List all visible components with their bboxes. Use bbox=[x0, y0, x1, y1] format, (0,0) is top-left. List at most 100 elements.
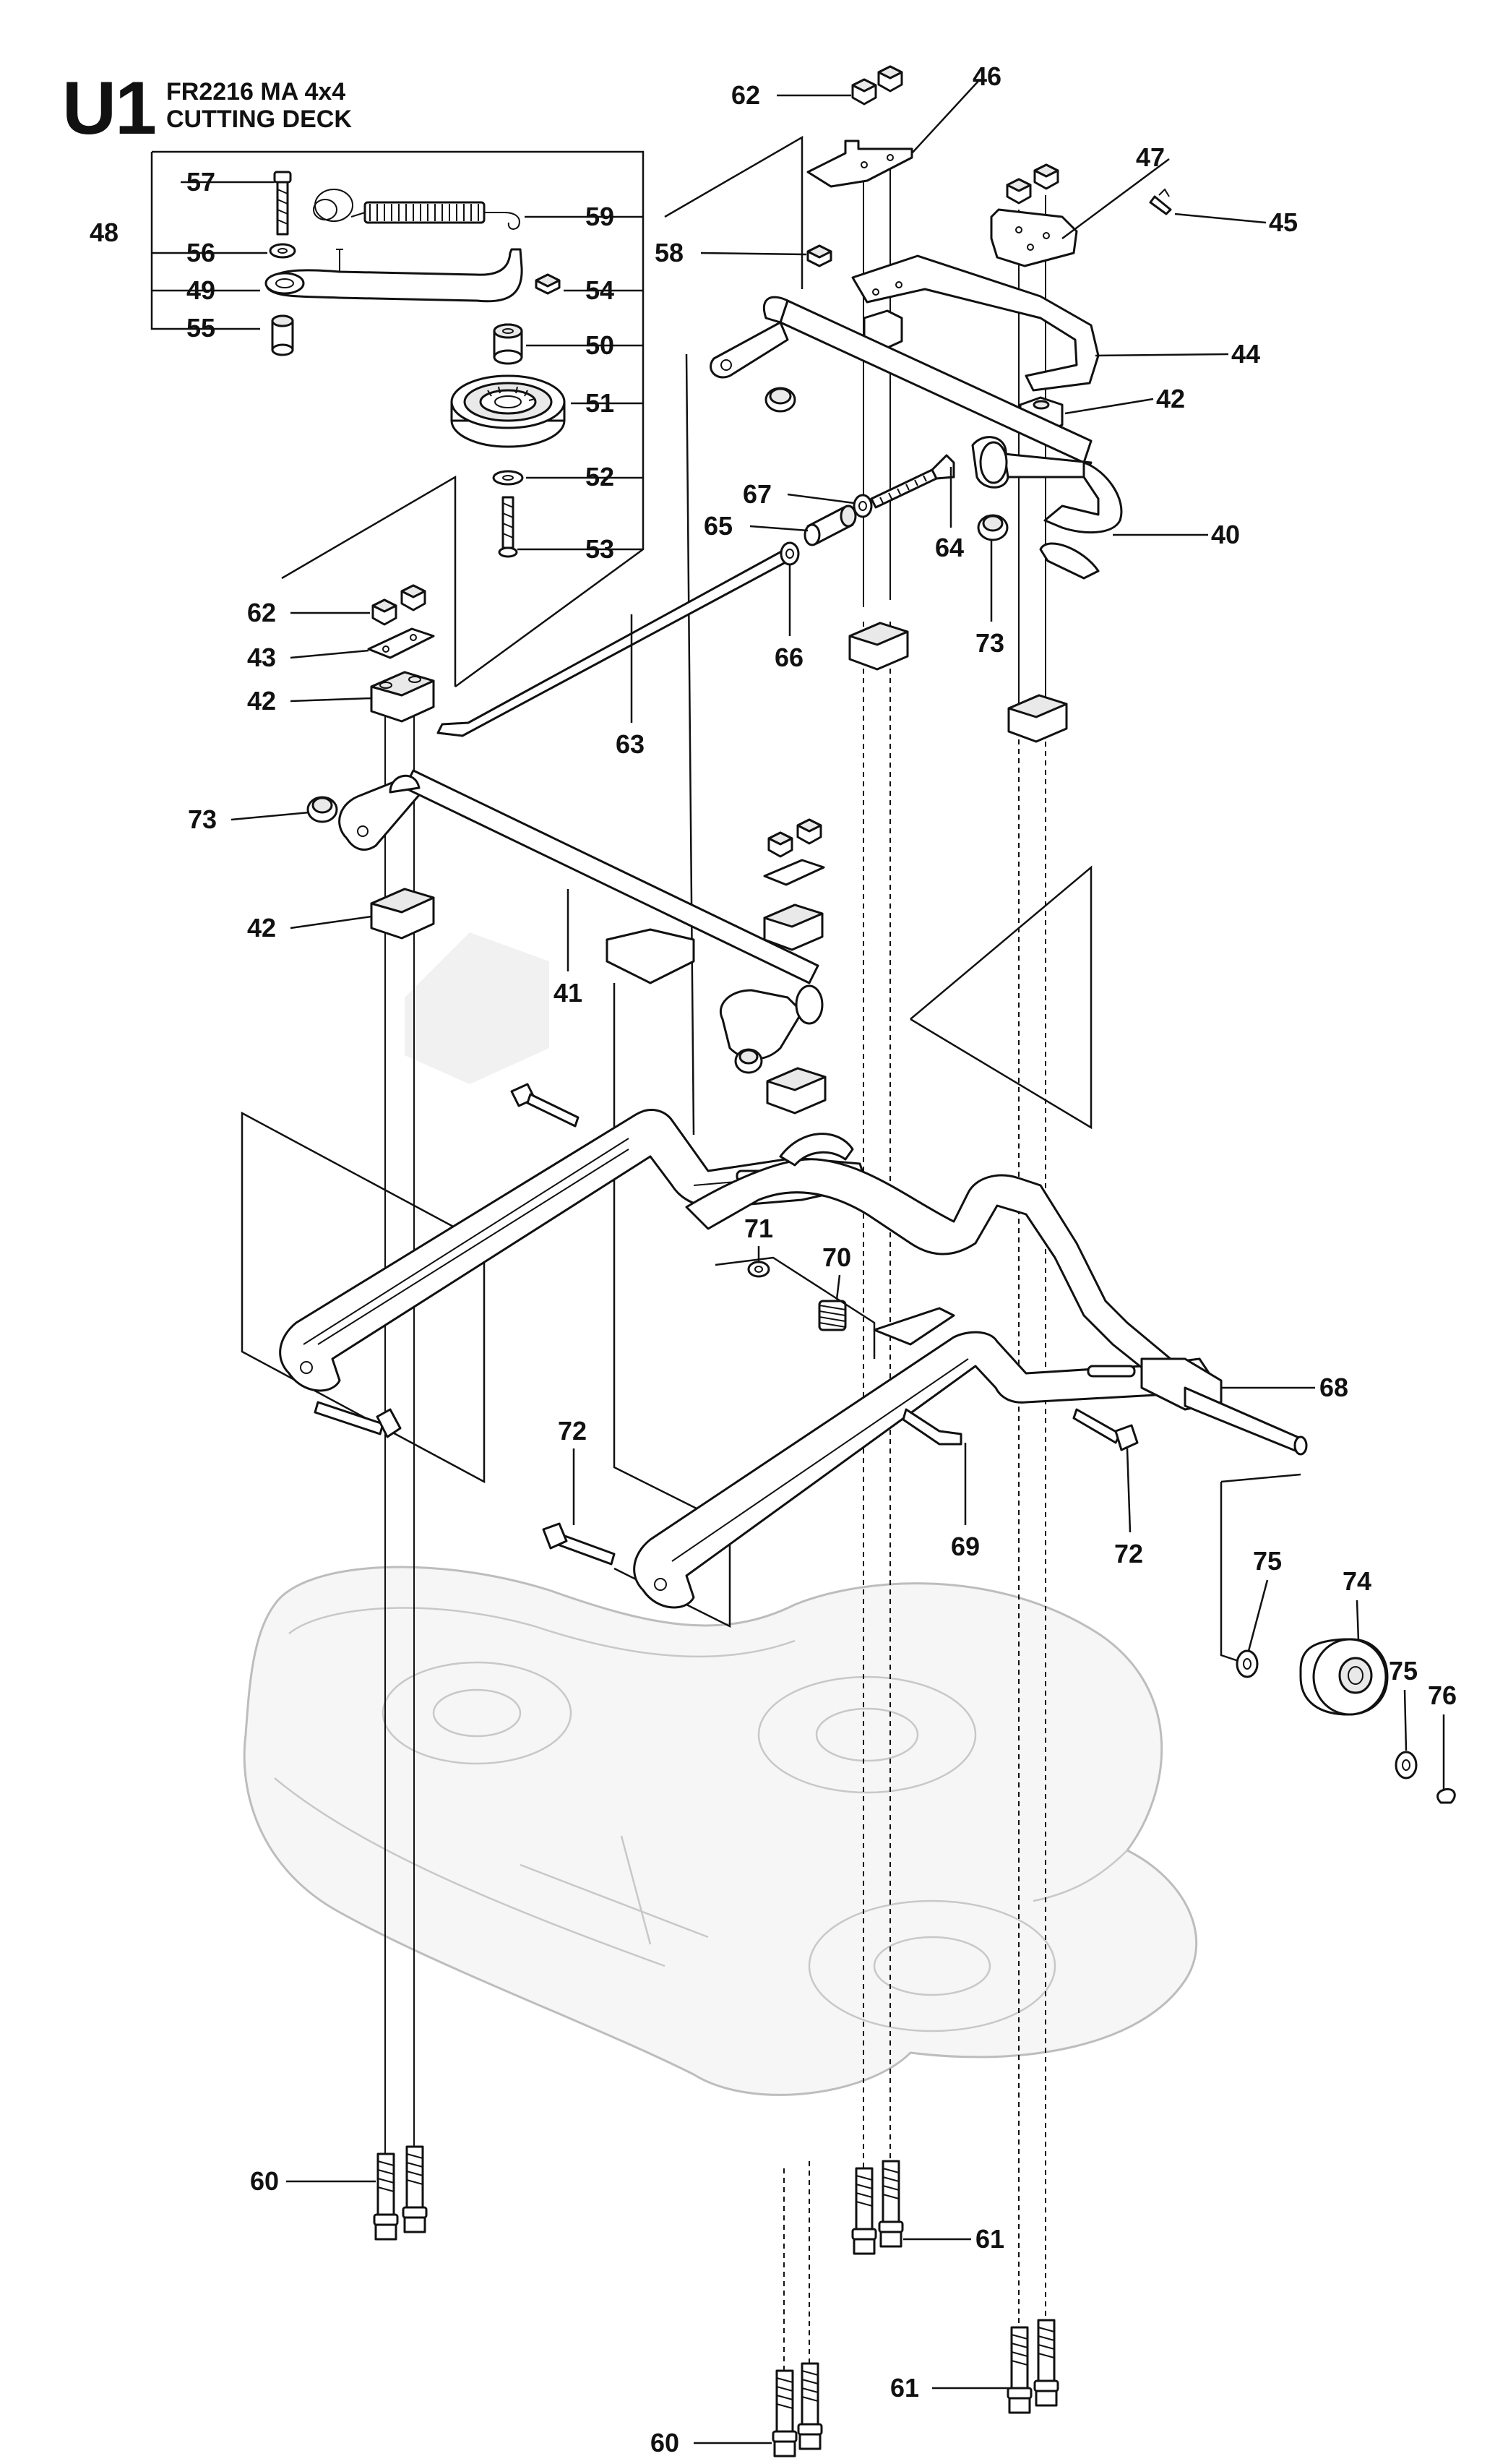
threaded-rod-64-icon bbox=[870, 454, 955, 509]
callout-59: 59 bbox=[585, 202, 614, 231]
callout-52: 52 bbox=[585, 462, 614, 491]
nut-66-icon bbox=[780, 541, 800, 566]
leader-lines bbox=[231, 79, 1445, 2444]
washer-75-left-icon bbox=[1236, 1649, 1259, 1678]
callout-56: 56 bbox=[186, 238, 215, 267]
pin-69-icon bbox=[902, 1408, 962, 1446]
bracket-47-icon bbox=[990, 208, 1078, 267]
callout-labels: 62 46 47 45 57 48 56 49 55 59 54 50 51 5… bbox=[90, 61, 1457, 2457]
callout-60: 60 bbox=[250, 2166, 279, 2196]
front-link-68-icon bbox=[1140, 1357, 1308, 1456]
nuts-62-left bbox=[371, 584, 426, 626]
callout-75-right: 75 bbox=[1389, 1656, 1418, 1686]
callout-41: 41 bbox=[553, 978, 582, 1008]
bracket-44-icon bbox=[851, 254, 1100, 392]
callout-42-left-mid: 42 bbox=[247, 913, 276, 943]
callout-66: 66 bbox=[775, 643, 803, 672]
lift-arm-right-icon bbox=[633, 1331, 1215, 1609]
bracket-42-center-icons bbox=[848, 622, 1068, 743]
callout-72-left: 72 bbox=[558, 1416, 587, 1446]
diagram-code: U1 bbox=[62, 66, 157, 150]
bolts-60-left bbox=[373, 2145, 428, 2241]
callout-60-bottom: 60 bbox=[650, 2428, 679, 2457]
idler-pulley-51-icon bbox=[450, 374, 566, 448]
callout-65: 65 bbox=[704, 511, 733, 541]
plate-43-icon bbox=[367, 627, 435, 659]
washer-71-icon bbox=[715, 1256, 876, 1359]
callout-42-left-top: 42 bbox=[247, 686, 276, 716]
alignment-lines bbox=[384, 159, 1046, 2371]
diagram-subtitle: CUTTING DECK bbox=[166, 106, 352, 133]
washer-56-icon bbox=[269, 243, 296, 259]
pin-45-icon bbox=[1149, 188, 1172, 215]
nuts-47-top bbox=[1006, 163, 1059, 205]
callout-54: 54 bbox=[585, 275, 614, 305]
callout-62-left: 62 bbox=[247, 598, 276, 627]
callout-63: 63 bbox=[616, 729, 645, 759]
watermark-logo bbox=[405, 932, 549, 1084]
callout-61-right: 61 bbox=[890, 2373, 919, 2403]
spacer-55-icon bbox=[271, 314, 294, 356]
lift-shaft-40-icon bbox=[710, 296, 1123, 580]
bolt-57-icon bbox=[273, 171, 292, 236]
bracket-42-left-mid-icon bbox=[370, 888, 435, 940]
front-frame-icon bbox=[685, 1133, 1172, 1375]
lift-shaft-41-icon bbox=[306, 769, 824, 1074]
adjust-rod-63-icon bbox=[436, 544, 798, 737]
nut-67-icon bbox=[853, 494, 873, 518]
bolt-53-icon bbox=[498, 496, 518, 558]
callout-45: 45 bbox=[1269, 207, 1298, 237]
callout-64: 64 bbox=[935, 533, 964, 562]
nut-54-icon bbox=[535, 273, 561, 295]
spacer-50-icon bbox=[493, 323, 523, 365]
callout-43: 43 bbox=[247, 643, 276, 672]
clip-76-icon bbox=[1436, 1787, 1456, 1804]
spring-59-icon bbox=[313, 189, 520, 230]
nuts-center-stack bbox=[763, 818, 827, 1115]
bolts-61-right bbox=[1007, 2319, 1059, 2414]
callout-40: 40 bbox=[1211, 520, 1240, 549]
cutting-deck-housing bbox=[243, 1566, 1198, 2096]
spring-70-icon bbox=[818, 1300, 847, 1331]
washer-75-right-icon bbox=[1395, 1751, 1418, 1780]
bracket-42-left-top-icon bbox=[370, 671, 435, 723]
callout-50: 50 bbox=[585, 330, 614, 360]
callout-58: 58 bbox=[655, 238, 684, 267]
washer-52-icon bbox=[492, 470, 524, 486]
group-bracket-48 bbox=[150, 152, 643, 551]
roller-74-icon bbox=[1236, 1638, 1456, 1804]
bolts-60-bottom bbox=[772, 2362, 823, 2457]
idler-arm-icon bbox=[266, 248, 523, 303]
callout-76: 76 bbox=[1428, 1680, 1457, 1710]
callout-62: 62 bbox=[731, 80, 760, 110]
nut-73-upper-icon bbox=[764, 387, 796, 413]
model-name: FR2216 MA 4x4 bbox=[166, 78, 346, 106]
callout-71: 71 bbox=[744, 1214, 773, 1243]
bolts-61-center bbox=[851, 2160, 904, 2255]
callout-57: 57 bbox=[186, 167, 215, 197]
callout-73: 73 bbox=[975, 628, 1004, 658]
callout-72-right: 72 bbox=[1114, 1539, 1143, 1568]
callout-44: 44 bbox=[1231, 339, 1260, 369]
bracket-46-icon bbox=[806, 139, 913, 188]
callout-46: 46 bbox=[973, 61, 1001, 91]
callout-48: 48 bbox=[90, 218, 119, 247]
callout-49: 49 bbox=[186, 275, 215, 305]
callout-70: 70 bbox=[822, 1242, 851, 1272]
callout-47: 47 bbox=[1136, 142, 1165, 172]
spacer-65-icon bbox=[803, 505, 857, 546]
bolts-72-icons bbox=[314, 1083, 1139, 1566]
callout-42: 42 bbox=[1156, 384, 1185, 413]
lift-arm-left-icon bbox=[279, 1109, 869, 1392]
callout-51: 51 bbox=[585, 388, 614, 418]
callout-69: 69 bbox=[951, 1532, 980, 1561]
callout-75: 75 bbox=[1253, 1546, 1282, 1576]
callout-61: 61 bbox=[975, 2224, 1004, 2254]
nut-73-right-icon bbox=[977, 514, 1009, 541]
callout-74: 74 bbox=[1343, 1566, 1371, 1596]
callout-55: 55 bbox=[186, 313, 215, 343]
nut-58-icon bbox=[806, 244, 832, 267]
callout-67: 67 bbox=[743, 479, 772, 509]
callout-73-left: 73 bbox=[188, 804, 217, 834]
